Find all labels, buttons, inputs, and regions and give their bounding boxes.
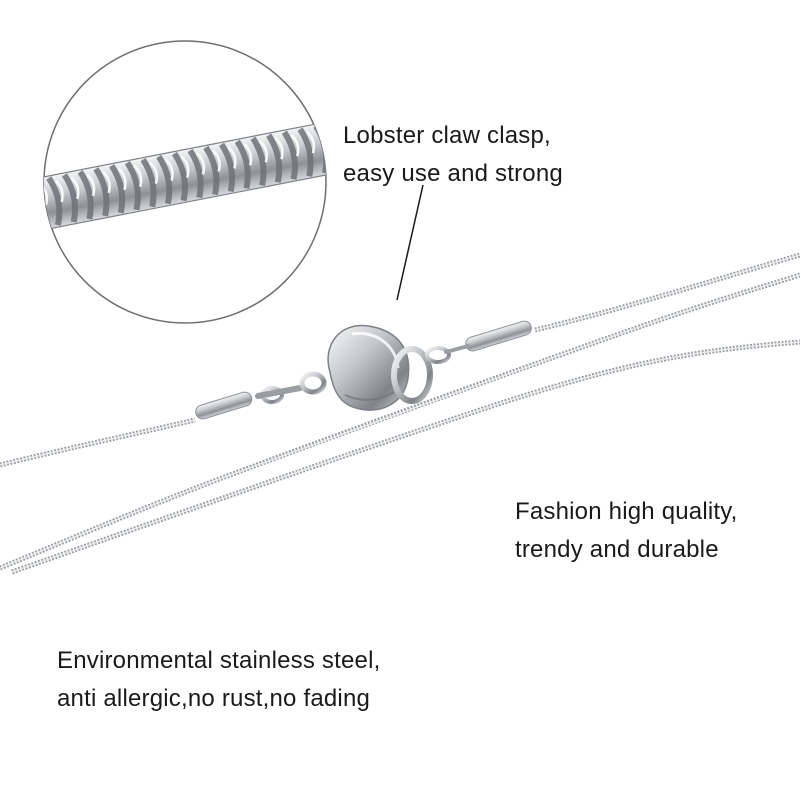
caption-steel: Environmental stainless steel, anti alle… [57, 642, 380, 718]
caption-steel-line2: anti allergic,no rust,no fading [57, 685, 371, 712]
caption-quality-line2: trendy and durable [515, 536, 719, 563]
end-cap-right [465, 320, 532, 352]
jump-ring-right [425, 346, 451, 364]
zoomed-snake-chain [44, 121, 326, 230]
end-cap-left [195, 391, 253, 420]
connector-ring [299, 371, 327, 395]
caption-clasp-line2: easy use and strong [343, 160, 563, 187]
spring-ring [391, 346, 433, 404]
caption-quality: Fashion high quality, trendy and durable [515, 493, 738, 569]
caption-steel-line1: Environmental stainless steel, [57, 647, 381, 674]
zoom-circle [43, 40, 327, 324]
chain-strands [0, 252, 800, 575]
lobster-clasp [255, 324, 470, 411]
caption-clasp-line1: Lobster claw clasp, [343, 122, 551, 149]
caption-quality-line1: Fashion high quality, [515, 498, 738, 525]
caption-clasp: Lobster claw clasp, easy use and strong [343, 117, 563, 193]
pointer-line [396, 184, 424, 301]
